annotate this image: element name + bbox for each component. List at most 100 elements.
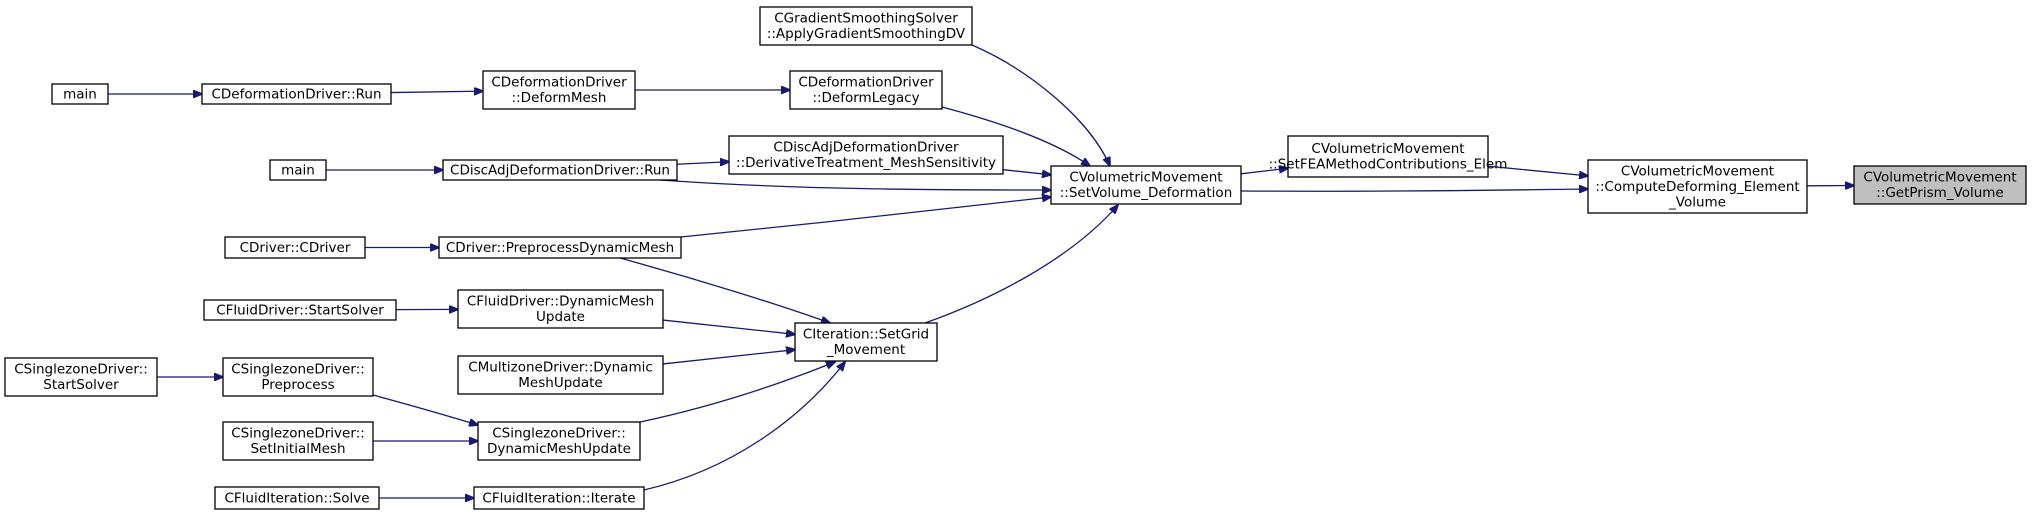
node-label: CVolumetricMovement: [1069, 170, 1222, 186]
node-computedeform[interactable]: CVolumetricMovement::ComputeDeforming_El…: [1587, 159, 1808, 214]
node-label: main: [63, 86, 97, 102]
node-label: ::SetFEAMethodContributions_Elem: [1269, 157, 1508, 173]
node-box[interactable]: [442, 159, 678, 181]
node-label: StartSolver: [43, 377, 119, 393]
node-gradsmooth[interactable]: CGradientSmoothingSolver::ApplyGradientS…: [759, 6, 973, 46]
node-box[interactable]: [728, 135, 1004, 175]
node-box[interactable]: [789, 70, 943, 110]
node-label: _Volume: [1668, 194, 1726, 210]
node-label: ::DeformLegacy: [812, 90, 919, 106]
node-label: ::ApplyGradientSmoothingDV: [767, 26, 966, 42]
node-label: CSinglezoneDriver::: [492, 426, 626, 442]
node-box[interactable]: [201, 83, 392, 105]
node-cdriver[interactable]: CDriver::CDriver: [224, 236, 366, 259]
node-label: CFluidIteration::Iterate: [482, 490, 635, 506]
node-label: CFluidIteration::Solve: [224, 490, 369, 506]
node-fluidstart[interactable]: CFluidDriver::StartSolver: [203, 299, 397, 321]
edges-layer: [108, 44, 1854, 498]
node-box[interactable]: [224, 236, 366, 259]
node-box[interactable]: [438, 236, 682, 259]
node-label: main: [281, 162, 315, 178]
node-box[interactable]: [759, 6, 973, 46]
node-fluiditer[interactable]: CFluidIteration::Iterate: [473, 486, 645, 510]
nodes-layer: CVolumetricMovement::GetPrism_VolumeCVol…: [4, 6, 2027, 510]
node-box[interactable]: [269, 159, 327, 181]
edge-szpre-to-szdyn: [372, 394, 478, 425]
node-box[interactable]: [794, 322, 938, 362]
edge-setvolume-to-computedeform: [1240, 189, 1588, 191]
node-getprism[interactable]: CVolumetricMovement::GetPrism_Volume: [1853, 165, 2027, 205]
node-label: SetInitialMesh: [250, 441, 345, 457]
node-szinit[interactable]: CSinglezoneDriver::SetInitialMesh: [222, 421, 374, 461]
node-setfea[interactable]: CVolumetricMovement::SetFEAMethodContrib…: [1269, 135, 1508, 178]
node-box[interactable]: [1287, 135, 1489, 178]
edge-driverpreproc-to-setvolume: [680, 197, 1051, 238]
edge-setvolume-to-setfea: [1240, 168, 1288, 175]
node-label: ::GetPrism_Volume: [1876, 185, 2004, 201]
node-box[interactable]: [214, 486, 380, 510]
node-label: CMultizoneDriver::Dynamic: [468, 360, 653, 376]
node-main1[interactable]: main: [51, 83, 109, 105]
node-deformmesh[interactable]: CDeformationDriver::DeformMesh: [482, 70, 636, 110]
edge-deformrun-to-deformmesh: [390, 91, 483, 92]
node-setvolume[interactable]: CVolumetricMovement::SetVolume_Deformati…: [1050, 165, 1242, 205]
node-label: CDeformationDriver: [798, 75, 934, 91]
node-box[interactable]: [473, 486, 645, 510]
node-label: ::DerivativeTreatment_MeshSensitivity: [736, 155, 996, 171]
edge-gradsmooth-to-setvolume: [971, 44, 1110, 166]
node-box[interactable]: [51, 83, 109, 105]
node-label: CFluidDriver::StartSolver: [216, 302, 384, 318]
node-main2[interactable]: main: [269, 159, 327, 181]
node-discadjderiv[interactable]: CDiscAdjDeformationDriver::DerivativeTre…: [728, 135, 1004, 175]
node-driverpreproc[interactable]: CDriver::PreprocessDynamicMesh: [438, 236, 682, 259]
node-label: CSinglezoneDriver::: [14, 362, 148, 378]
node-box[interactable]: [222, 357, 374, 397]
node-box[interactable]: [1853, 165, 2027, 205]
node-label: CDriver::CDriver: [240, 240, 351, 256]
node-label: CVolumetricMovement: [1621, 163, 1774, 179]
edge-szdyn-to-setgrid: [639, 362, 835, 423]
node-setgrid[interactable]: CIteration::SetGrid_Movement: [794, 322, 938, 362]
node-deformlegacy[interactable]: CDeformationDriver::DeformLegacy: [789, 70, 943, 110]
node-label: CGradientSmoothingSolver: [774, 11, 958, 27]
edge-setfea-to-computedeform: [1487, 165, 1588, 176]
node-deformrun[interactable]: CDeformationDriver::Run: [201, 83, 392, 105]
edge-discadjrun-to-setvolume: [659, 179, 1051, 190]
node-box[interactable]: [457, 289, 664, 329]
edge-setgrid-to-setvolume: [924, 205, 1118, 324]
node-box[interactable]: [203, 299, 397, 321]
node-discadjrun[interactable]: CDiscAdjDeformationDriver::Run: [442, 159, 678, 181]
edge-driverpreproc-to-setgrid: [619, 257, 830, 323]
node-label: _Movement: [826, 342, 905, 358]
node-label: CDeformationDriver::Run: [211, 86, 381, 102]
edge-deformlegacy-to-setvolume: [941, 106, 1090, 166]
node-label: Update: [536, 309, 585, 325]
edge-discadjrun-to-discadjderiv: [676, 162, 729, 165]
node-szpre[interactable]: CSinglezoneDriver::Preprocess: [222, 357, 374, 397]
node-label: DynamicMeshUpdate: [487, 441, 631, 457]
node-box[interactable]: [482, 70, 636, 110]
node-multizone[interactable]: CMultizoneDriver::DynamicMeshUpdate: [457, 355, 664, 395]
node-box[interactable]: [222, 421, 374, 461]
node-box[interactable]: [457, 355, 664, 395]
node-box[interactable]: [1050, 165, 1242, 205]
node-label: CDeformationDriver: [491, 75, 627, 91]
edge-discadjderiv-to-setvolume: [1002, 169, 1051, 175]
node-box[interactable]: [477, 421, 641, 461]
node-label: CDiscAdjDeformationDriver::Run: [450, 162, 670, 178]
node-label: CVolumetricMovement: [1311, 141, 1464, 157]
node-label: ::SetVolume_Deformation: [1060, 185, 1233, 201]
node-label: ::DeformMesh: [512, 90, 607, 106]
node-fluidsolve[interactable]: CFluidIteration::Solve: [214, 486, 380, 510]
node-label: Preprocess: [261, 377, 334, 393]
node-label: CIteration::SetGrid: [803, 327, 929, 343]
node-szstart[interactable]: CSinglezoneDriver::StartSolver: [4, 357, 158, 397]
node-label: CDriver::PreprocessDynamicMesh: [446, 240, 674, 256]
node-szdyn[interactable]: CSinglezoneDriver::DynamicMeshUpdate: [477, 421, 641, 461]
node-fluiddyn[interactable]: CFluidDriver::DynamicMeshUpdate: [457, 289, 664, 329]
node-box[interactable]: [4, 357, 158, 397]
edge-fluiddyn-to-setgrid: [662, 319, 795, 334]
node-box[interactable]: [1587, 159, 1808, 214]
node-label: ::ComputeDeforming_Element: [1595, 179, 1799, 195]
